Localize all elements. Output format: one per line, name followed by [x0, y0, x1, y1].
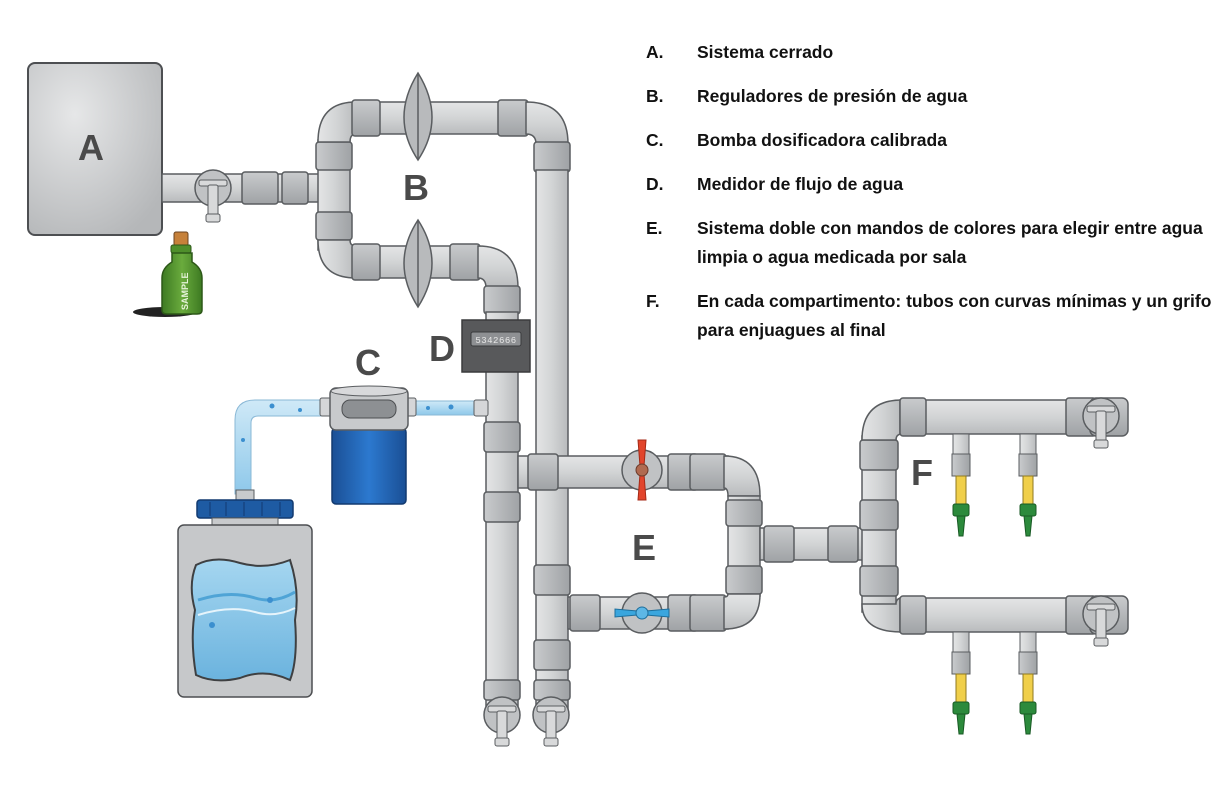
legend-text: En cada compartimento: tubos con curvas … — [697, 291, 1212, 340]
drinker-nipple — [951, 433, 971, 537]
legend-key: C. — [646, 130, 664, 150]
drain-tap-left[interactable] — [483, 696, 521, 747]
flow-meter-reading: 5342666 — [475, 336, 516, 346]
label-a: A — [78, 127, 104, 168]
legend-text: Bomba dosificadora calibrada — [697, 130, 947, 150]
legend-item-c: C. Bomba dosificadora calibrada — [646, 126, 1226, 155]
label-e: E — [632, 527, 656, 568]
legend-item-a: A. Sistema cerrado — [646, 38, 1226, 67]
rinse-tap-upper[interactable] — [1082, 397, 1120, 449]
label-d: D — [429, 328, 455, 369]
legend-key: A. — [646, 42, 664, 62]
pressure-regulator-upper — [403, 71, 433, 162]
legend-item-b: B. Reguladores de presión de agua — [646, 82, 1226, 111]
legend-key: B. — [646, 86, 664, 106]
drinker-nipple — [1018, 631, 1038, 735]
dual-line-system — [517, 453, 871, 632]
flow-meter: 5342666 — [461, 319, 531, 373]
legend-text: Sistema doble con mandos de colores para… — [697, 218, 1203, 267]
drain-tap-right[interactable] — [532, 696, 570, 747]
legend: A. Sistema cerrado B. Reguladores de pre… — [646, 38, 1226, 360]
label-b: B — [403, 167, 429, 208]
pressure-regulator-lower — [403, 218, 433, 309]
legend-key: D. — [646, 174, 664, 194]
sample-bottle: SAMPLE — [133, 231, 203, 317]
sample-bottle-label: SAMPLE — [180, 272, 190, 310]
blue-valve-medicated-water[interactable] — [614, 592, 670, 634]
rinse-tap-lower[interactable] — [1082, 595, 1120, 647]
drinker-nipple — [1018, 433, 1038, 537]
red-valve-clean-water[interactable] — [621, 439, 663, 501]
pressure-regulator-manifold — [315, 99, 571, 315]
pipe-a-to-b — [161, 171, 323, 205]
legend-key: E. — [646, 218, 663, 238]
legend-item-e: E. Sistema doble con mandos de colores p… — [646, 214, 1226, 272]
vertical-pipe-right — [533, 169, 571, 711]
legend-text: Medidor de flujo de agua — [697, 174, 904, 194]
sample-tap[interactable] — [194, 169, 232, 223]
medication-reservoir — [177, 489, 313, 698]
label-f: F — [911, 452, 933, 493]
vertical-pipe-left — [483, 311, 521, 713]
dosing-pump — [319, 385, 417, 505]
closed-system-tank — [27, 62, 163, 236]
compartment-manifold — [859, 399, 903, 633]
legend-text: Reguladores de presión de agua — [697, 86, 968, 106]
legend-text: Sistema cerrado — [697, 42, 834, 62]
legend-item-d: D. Medidor de flujo de agua — [646, 170, 1226, 199]
legend-item-f: F. En cada compartimento: tubos con curv… — [646, 287, 1226, 345]
label-c: C — [355, 342, 381, 383]
legend-key: F. — [646, 291, 660, 311]
drinker-nipple — [951, 631, 971, 735]
